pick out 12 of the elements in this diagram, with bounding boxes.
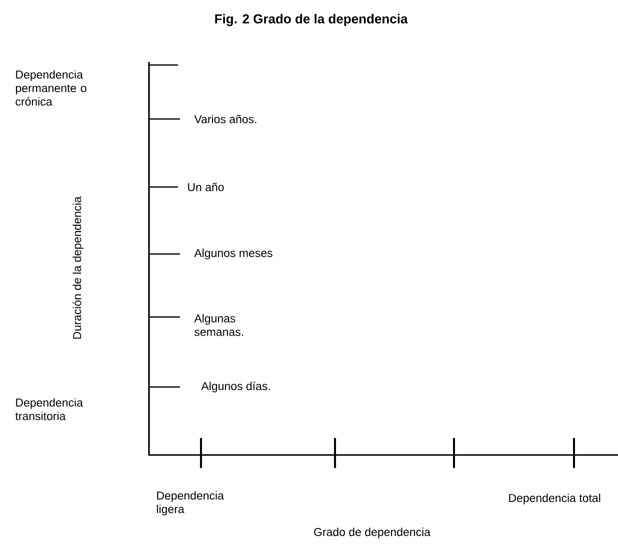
axis-end-label: Dependencia ligera: [156, 491, 224, 516]
tick-label: Algunos meses: [194, 248, 272, 260]
tick-label: Un año: [188, 182, 224, 192]
tick-label: Algunos días.: [201, 382, 270, 392]
tick-label: Algunas semanas.: [194, 314, 243, 336]
tick-label: Varios años.: [194, 114, 256, 124]
axis-end-label: Dependencia transitoria: [15, 398, 83, 420]
axis-title: Duración de la dependencia: [72, 196, 84, 339]
axis-title: Grado de dependencia: [314, 528, 430, 538]
axis-end-label: Dependencia permanente o crónica: [16, 70, 86, 106]
title: Fig. 2 Grado de la dependencia: [215, 14, 408, 26]
axis-end-label: Dependencia total: [509, 494, 600, 504]
